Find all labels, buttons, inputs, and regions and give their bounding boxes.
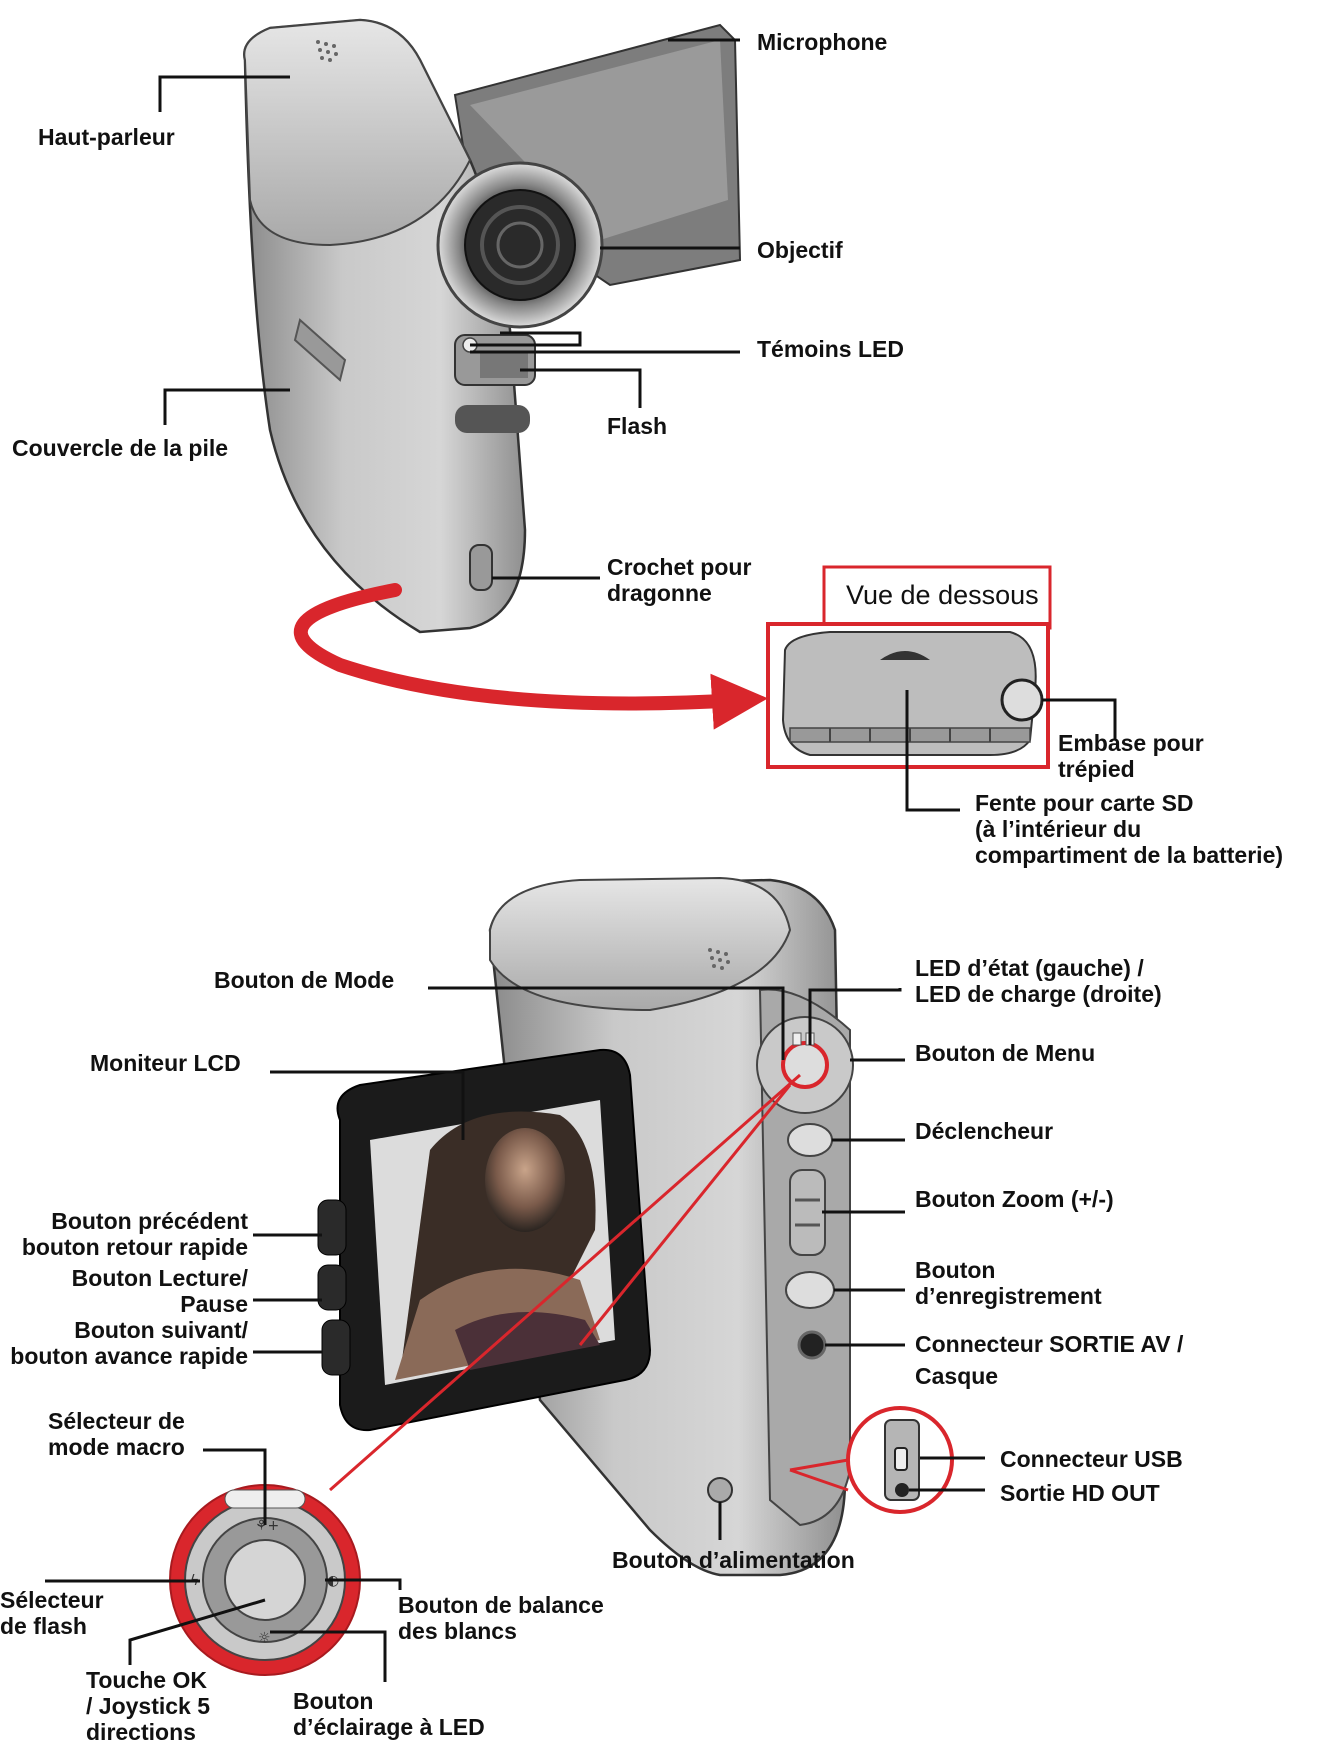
red-curve-arrow (293, 583, 768, 730)
label-shutter: Déclencheur (915, 1118, 1054, 1144)
speaker-grill-icon (316, 40, 338, 62)
rear-camera-illustration: ⚘+ ϟ ◐ ☼ (169, 876, 954, 1676)
label-record-button: Bouton d’enregistrement (915, 1257, 1102, 1309)
bottom-view-title: Vue de dessous (846, 580, 1039, 610)
label-sd-slot: Fente pour carte SD (à l’intérieur du co… (975, 790, 1284, 868)
record-button-icon (785, 1271, 835, 1309)
label-av-out: Connecteur SORTIE AV / Casque (915, 1331, 1184, 1389)
power-button-icon (707, 1477, 733, 1503)
leader-lines (45, 38, 1117, 1682)
label-tripod-mount: Embase pour trépied (1058, 730, 1204, 782)
label-macro-selector: Sélecteur de mode macro (48, 1408, 185, 1460)
label-white-balance: Bouton de balance des blancs (398, 1592, 604, 1644)
label-status-led: LED d’état (gauche) / LED de charge (dro… (915, 955, 1162, 1007)
label-play-pause: Bouton Lecture/ Pause (71, 1265, 248, 1317)
label-lens: Objectif (757, 237, 843, 263)
ok-button-icon (224, 1539, 306, 1621)
label-ok-joystick: Touche OK / Joystick 5 directions (86, 1667, 211, 1745)
svg-text:⚘+: ⚘+ (255, 1518, 279, 1534)
label-battery-cover: Couvercle de la pile (12, 435, 229, 461)
label-flash: Flash (607, 413, 668, 439)
label-strap-hook: Crochet pour dragonne (607, 554, 752, 606)
label-led-indicators: Témoins LED (757, 336, 904, 362)
usb-port-icon (894, 1447, 908, 1471)
label-lcd-monitor: Moniteur LCD (90, 1050, 241, 1076)
label-next-button: Bouton suivant/ bouton avance rapide (10, 1317, 248, 1369)
label-zoom-button: Bouton Zoom (+/-) (915, 1186, 1114, 1212)
label-microphone: Microphone (757, 29, 888, 55)
label-led-light-button: Bouton d’éclairage à LED (293, 1688, 485, 1740)
av-jack-icon (797, 1330, 827, 1360)
label-menu-button: Bouton de Menu (915, 1040, 1096, 1066)
label-speaker: Haut-parleur (38, 124, 175, 150)
label-usb: Connecteur USB (1000, 1446, 1183, 1472)
svg-text:☼: ☼ (258, 1630, 271, 1646)
label-power-button: Bouton d’alimentation (612, 1547, 855, 1573)
zoom-rocker-icon (789, 1169, 826, 1256)
tripod-mount-icon (1000, 678, 1044, 722)
hd-port-icon (895, 1483, 909, 1497)
label-hd-out: Sortie HD OUT (1000, 1480, 1160, 1506)
top-camera-illustration (243, 18, 742, 634)
label-flash-selector: Sélecteur de flash (0, 1587, 104, 1639)
label-mode-button: Bouton de Mode (214, 967, 395, 993)
shutter-icon (787, 1123, 833, 1157)
speaker-grill-icon-rear (708, 948, 730, 970)
label-previous-button: Bouton précédent bouton retour rapide (21, 1208, 248, 1260)
